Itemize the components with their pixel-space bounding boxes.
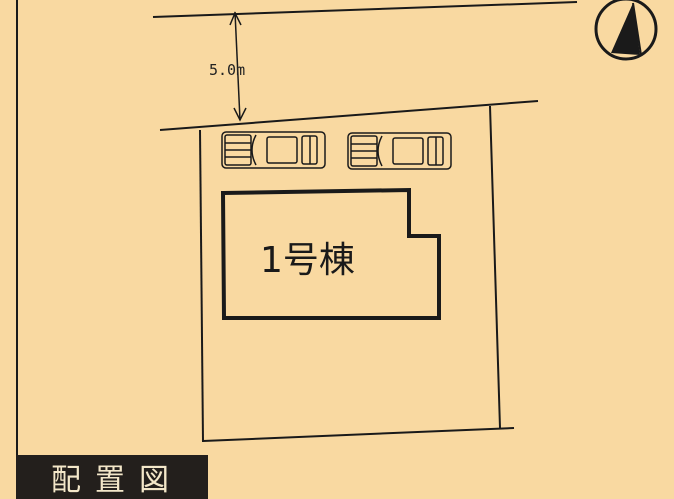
title-plate: 配置図: [16, 455, 208, 499]
lot-outline: [159, 100, 539, 443]
building-label: 1号棟: [260, 240, 355, 281]
building-footprint: [220, 187, 441, 320]
setback-label: 5.0m: [209, 61, 245, 79]
title-plate-label: 配置図: [51, 463, 183, 498]
setback-dimension: [229, 11, 247, 122]
parked-car-icon: [221, 131, 326, 169]
parked-car-icon: [347, 132, 452, 170]
road-edge-line: [152, 1, 578, 18]
north-arrow-icon: [594, 0, 658, 61]
